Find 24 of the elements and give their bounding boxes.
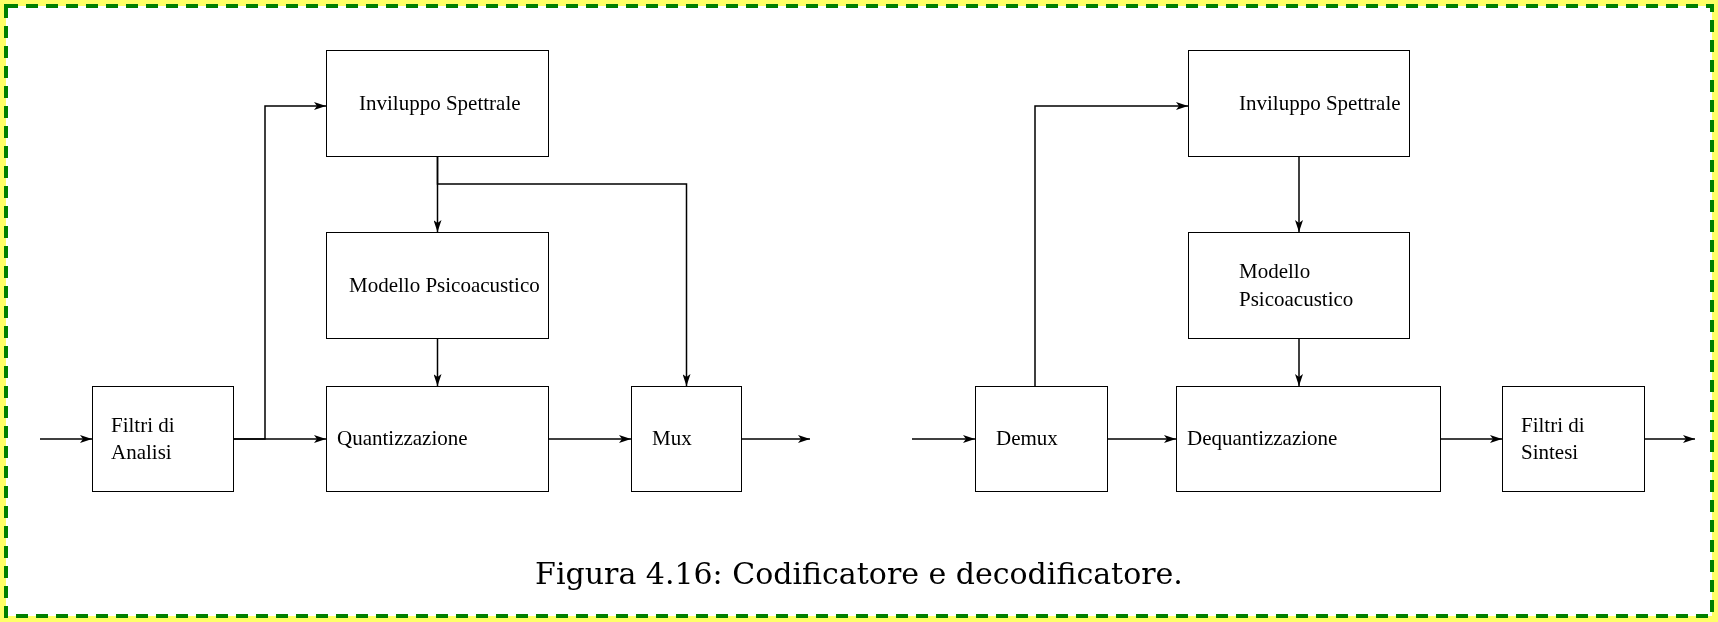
arrow xyxy=(548,435,632,443)
process-box: Inviluppo Spettrale xyxy=(326,50,549,157)
arrow xyxy=(1034,102,1189,387)
process-box: Mux xyxy=(631,386,742,492)
arrow xyxy=(1295,156,1303,233)
figure-caption: Figura 4.16: Codificatore e decodificatore. xyxy=(535,556,1183,591)
arrow xyxy=(1295,338,1303,387)
arrow xyxy=(436,156,691,387)
process-box: Dequantizzazione xyxy=(1176,386,1441,492)
arrow xyxy=(741,435,811,443)
process-box: Modello Psicoacustico xyxy=(1188,232,1410,339)
arrow xyxy=(911,435,976,443)
arrow xyxy=(1440,435,1503,443)
arrow xyxy=(1107,435,1177,443)
process-box: Filtri di Analisi xyxy=(92,386,234,492)
process-box: Filtri di Sintesi xyxy=(1502,386,1645,492)
process-box: Inviluppo Spettrale xyxy=(1188,50,1410,157)
arrow xyxy=(433,338,442,387)
process-box: Modello Psicoacustico xyxy=(326,232,549,339)
arrow xyxy=(1644,435,1696,443)
process-box: Quantizzazione xyxy=(326,386,549,492)
process-box: Demux xyxy=(975,386,1108,492)
arrow xyxy=(233,102,327,440)
arrow xyxy=(39,435,93,443)
